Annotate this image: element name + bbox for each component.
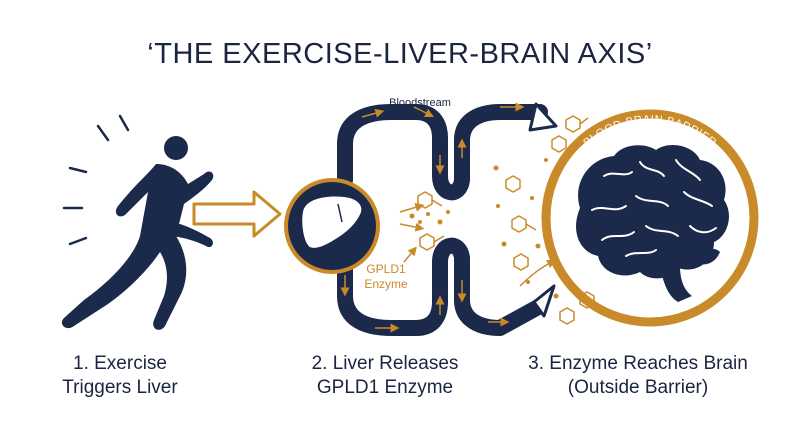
motion-lines bbox=[62, 114, 130, 246]
step-3-line1: 3. Enzyme Reaches Brain bbox=[528, 353, 748, 374]
liver-icon bbox=[302, 196, 362, 248]
enzyme-label: GPLD1 Enzyme bbox=[346, 262, 426, 292]
molecule-icon bbox=[399, 115, 595, 325]
enzyme-label-line2: Enzyme bbox=[364, 277, 408, 291]
diagram-title: ‘THE EXERCISE-LIVER-BRAIN AXIS’ bbox=[147, 38, 653, 70]
runner-icon bbox=[61, 136, 214, 330]
bloodstream-label: Bloodstream bbox=[389, 97, 451, 109]
flow-arrows bbox=[340, 102, 525, 333]
step-1-line2: Triggers Liver bbox=[62, 377, 178, 398]
arrow-right-icon bbox=[192, 190, 282, 238]
barrier-label: BLOOD-BRAIN BARRIER bbox=[581, 114, 718, 149]
step-3-label: 3. Enzyme Reaches Brain (Outside Barrier… bbox=[518, 352, 758, 400]
step-1-line1: 1. Exercise bbox=[73, 353, 167, 374]
step-3-line2: (Outside Barrier) bbox=[567, 377, 709, 398]
step-2-line2: GPLD1 Enzyme bbox=[316, 377, 454, 398]
tube-arrowheads bbox=[528, 102, 558, 318]
step-1-label: 1. Exercise Triggers Liver bbox=[40, 352, 200, 400]
step-2-label: 2. Liver Releases GPLD1 Enzyme bbox=[295, 352, 475, 400]
enzyme-dots bbox=[409, 158, 559, 299]
enzyme-label-line1: GPLD1 bbox=[366, 262, 406, 276]
brain-icon bbox=[576, 145, 729, 302]
blood-brain-barrier bbox=[541, 109, 759, 327]
step-2-line1: 2. Liver Releases bbox=[311, 353, 459, 374]
